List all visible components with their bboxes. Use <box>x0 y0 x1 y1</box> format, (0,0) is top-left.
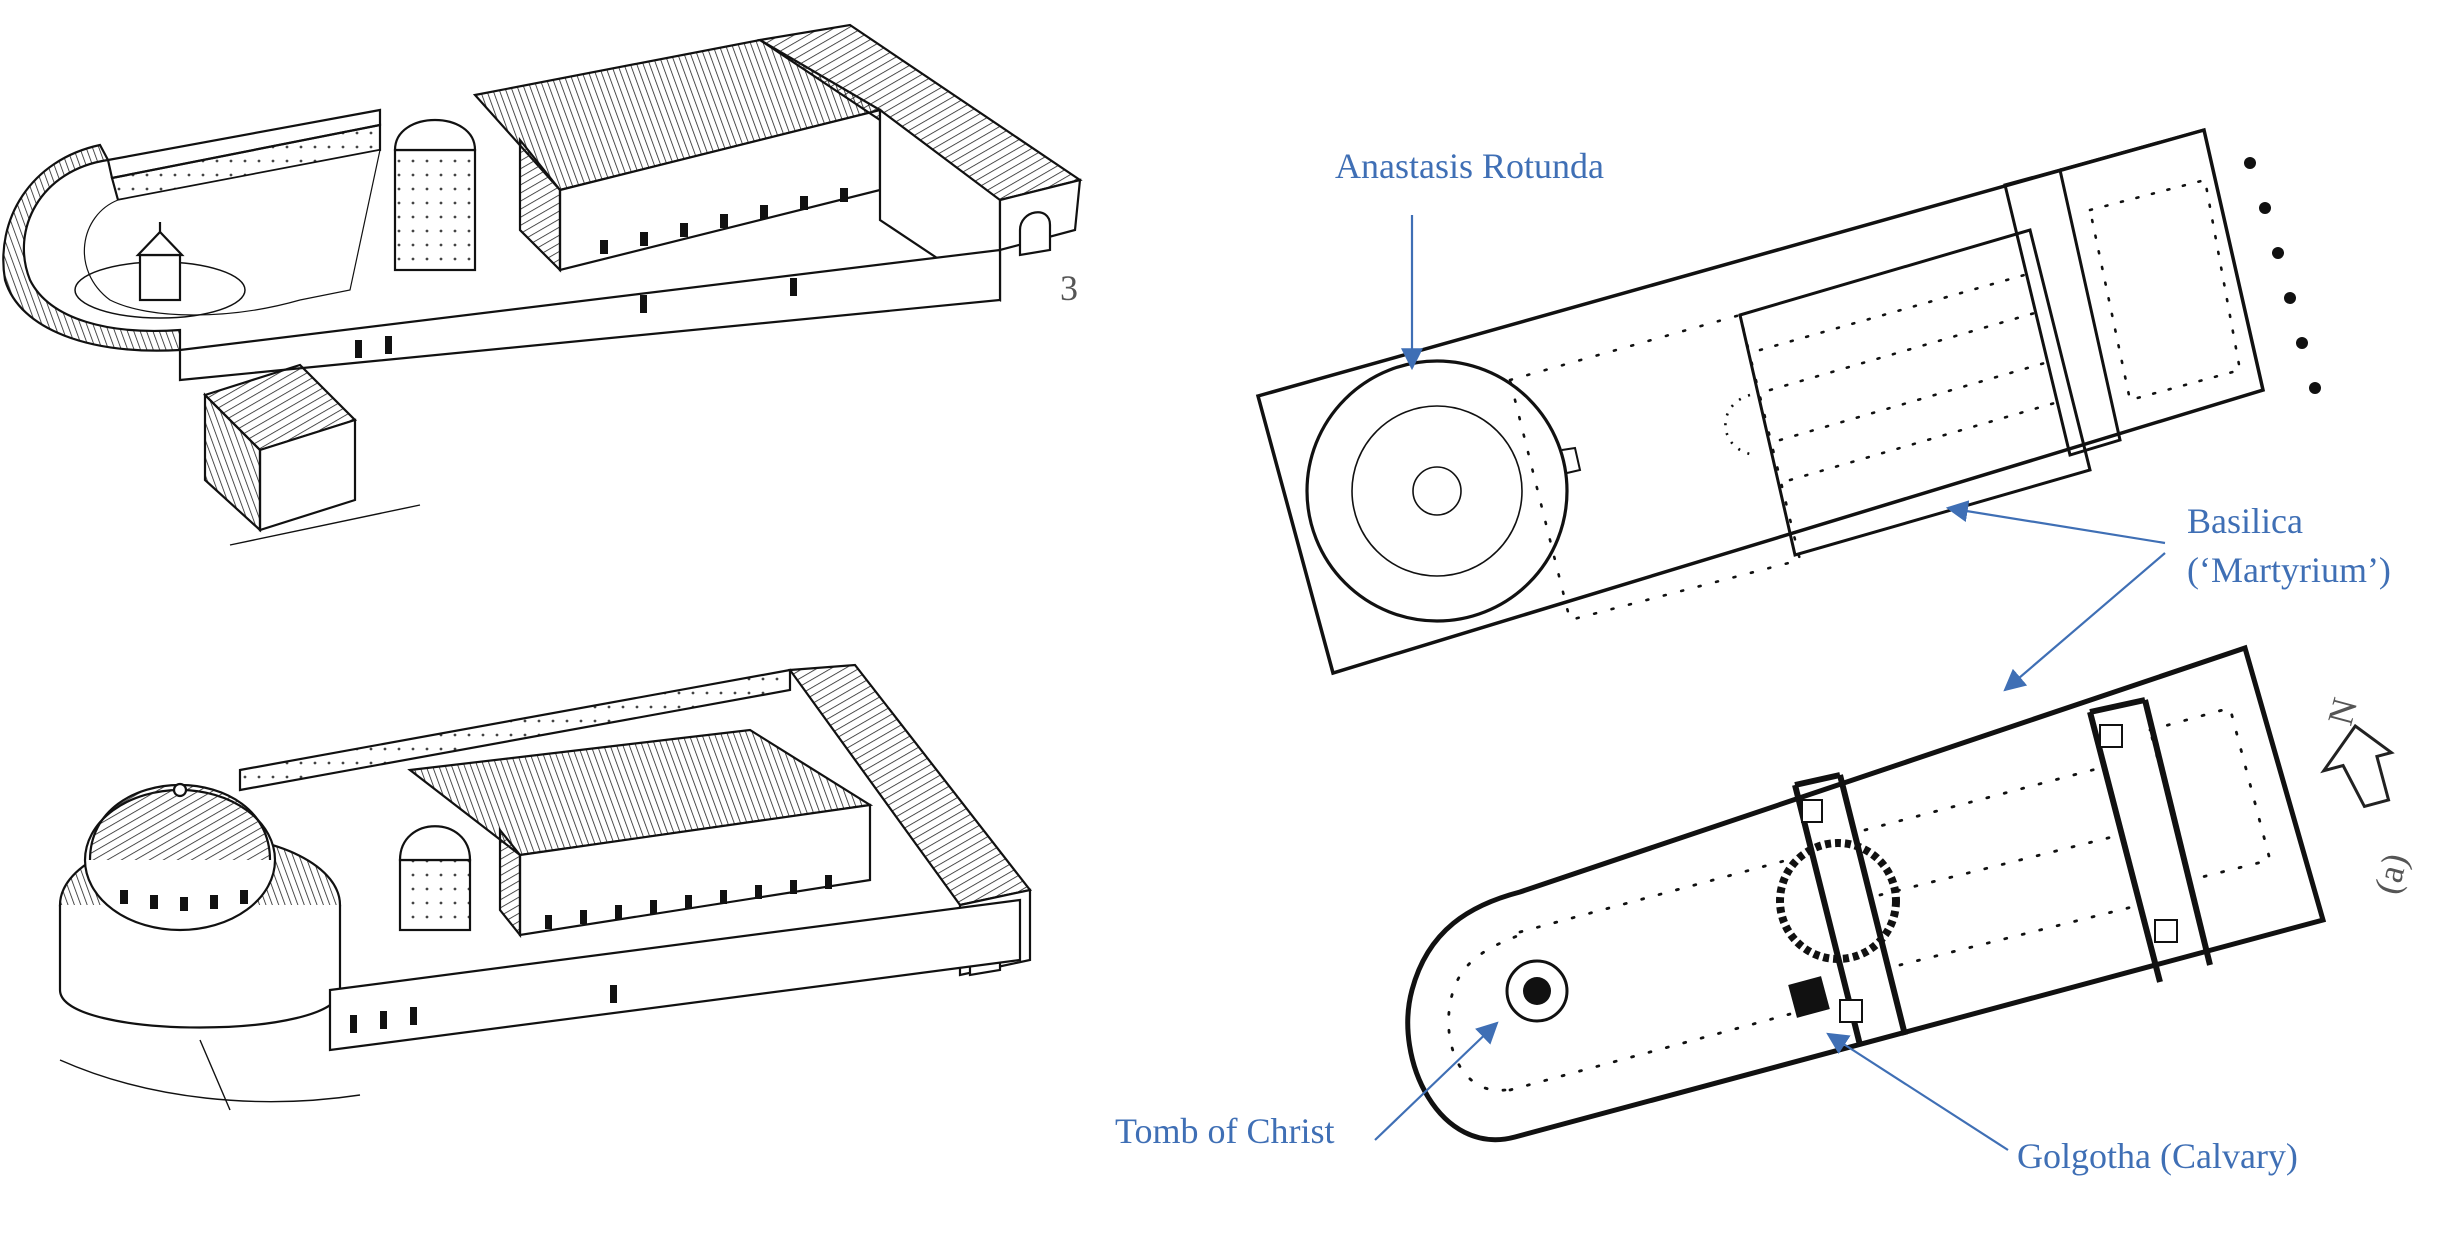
plan-constantinian <box>1255 127 2321 676</box>
golgotha-arrow <box>1826 1032 2009 1151</box>
label-golgotha: Golgotha (Calvary) <box>2017 1136 2298 1176</box>
figure-number: 3 <box>1060 268 1078 308</box>
label-anastasis-rotunda: Anastasis Rotunda <box>1335 146 1604 186</box>
basilica-arrow-top <box>1945 500 2166 545</box>
basilica-arrow-bottom <box>2003 552 2166 692</box>
tomb-arrow <box>1374 1021 1499 1141</box>
label-martyrium: (‘Martyrium’) <box>2187 550 2391 590</box>
plan-later <box>1405 644 2327 1142</box>
north-label: N <box>2320 694 2365 729</box>
plan-marker: (a) <box>2366 849 2415 898</box>
label-tomb-of-christ: Tomb of Christ <box>1115 1111 1334 1151</box>
sketch-complex-bottom <box>58 663 1032 1111</box>
north-arrow <box>2320 723 2395 809</box>
label-basilica: Basilica <box>2187 501 2303 541</box>
annotation-arrows <box>1374 215 2166 1151</box>
sketch-complex-top <box>2 23 1083 546</box>
